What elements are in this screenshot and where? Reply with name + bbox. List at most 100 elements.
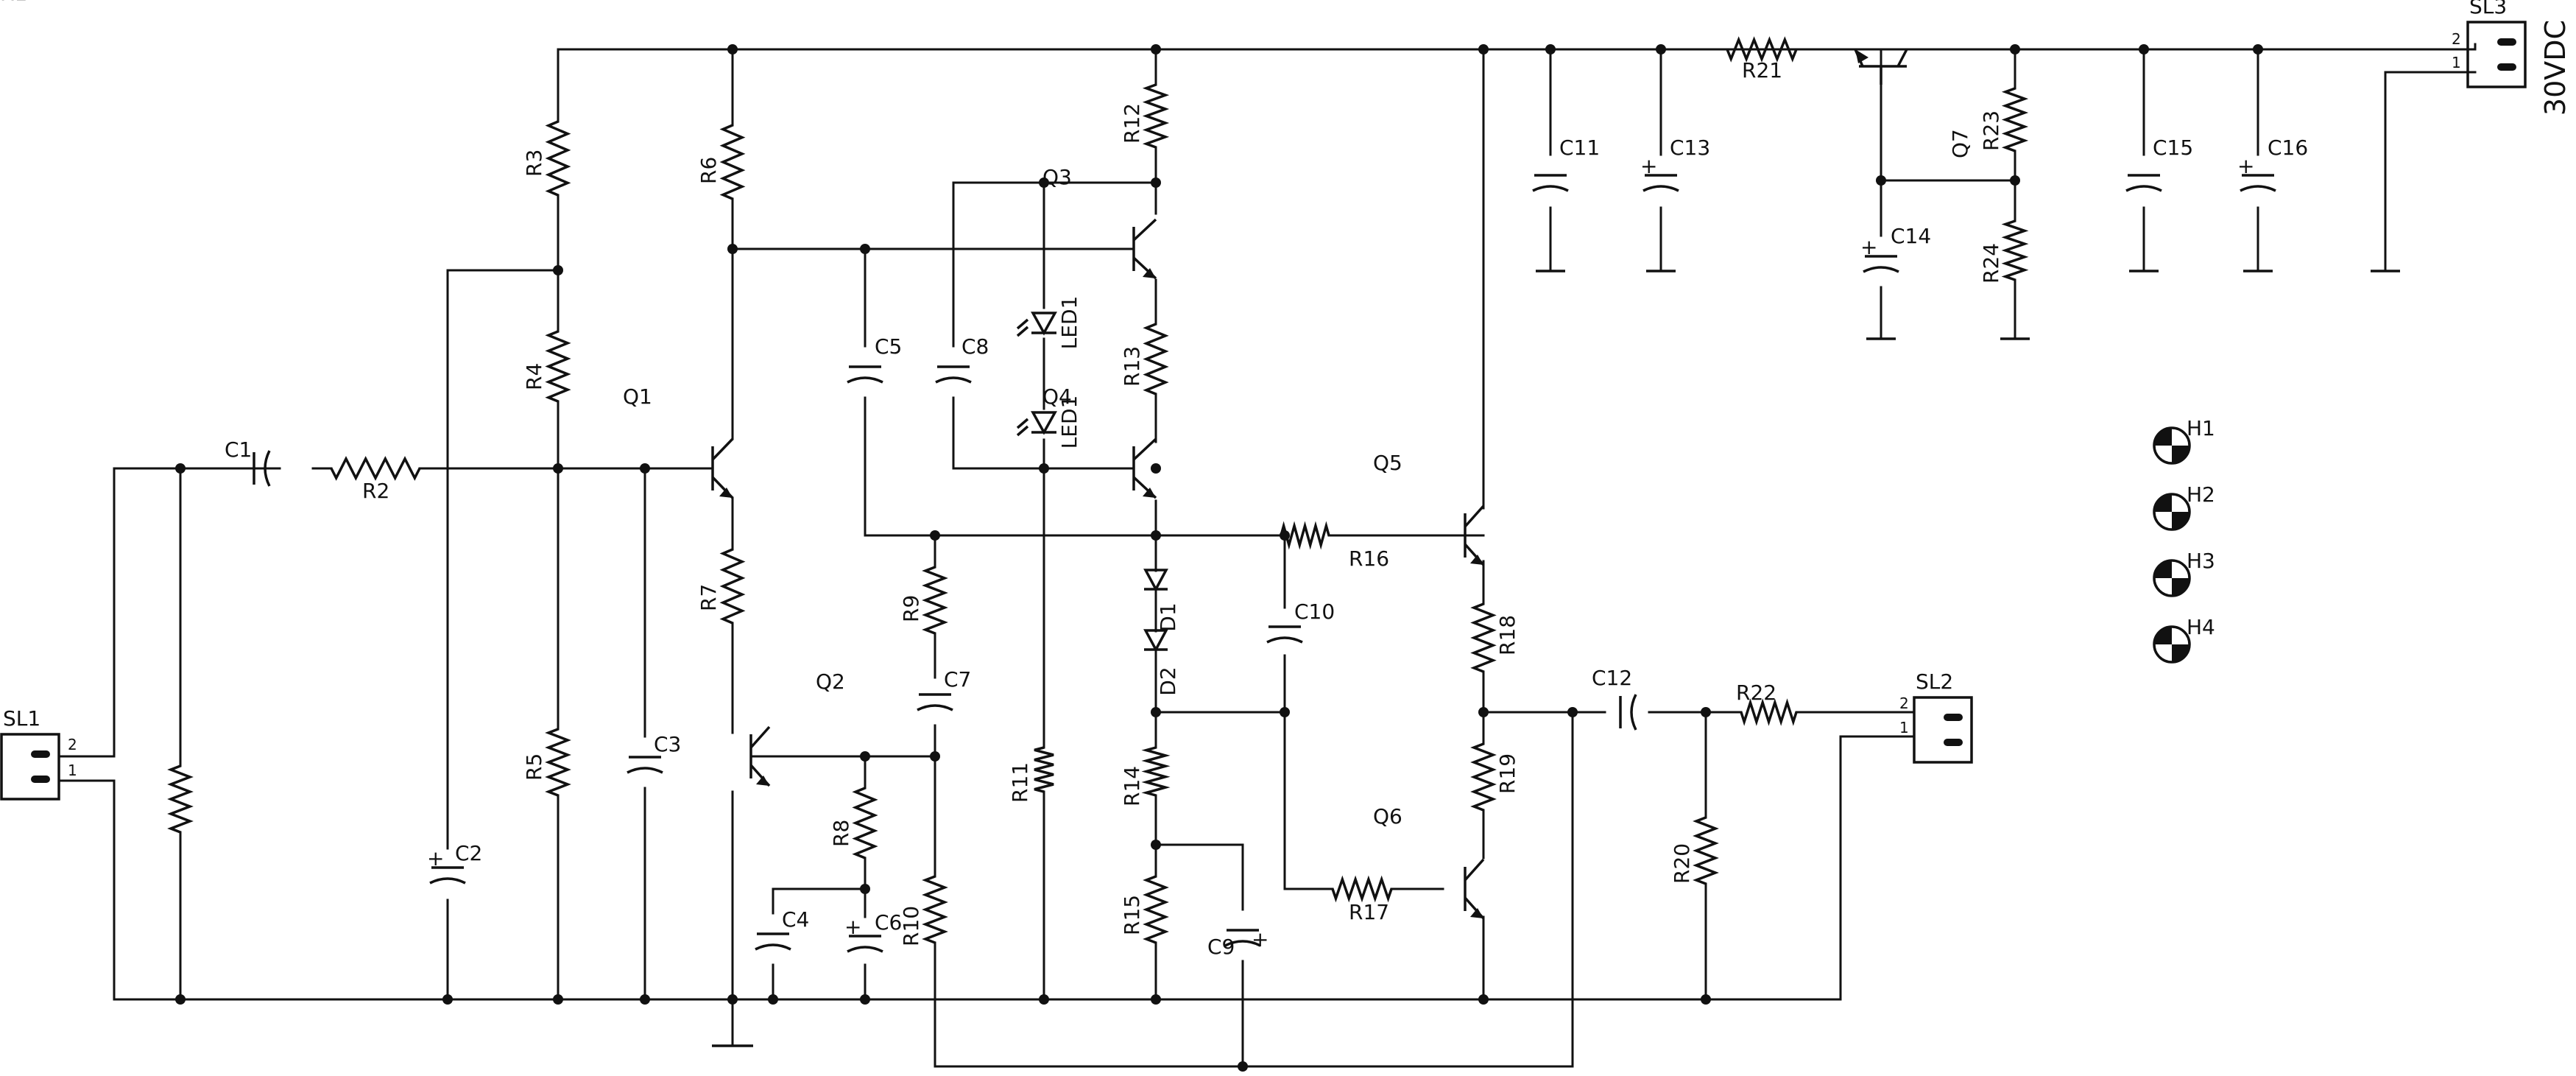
transistor-q3 — [1132, 218, 1157, 280]
component-label: Q7 — [1948, 129, 1972, 158]
component-label: D1 — [1156, 602, 1180, 631]
junction-dot — [442, 994, 453, 1005]
component-label: D2 — [1156, 667, 1180, 695]
resistor-r15 — [1143, 875, 1169, 944]
component-label: R18 — [1495, 615, 1520, 655]
junction-dot — [727, 44, 738, 54]
component-label: R8 — [829, 820, 853, 847]
polarity-mark: + — [427, 846, 444, 871]
junction-dot — [1151, 177, 1161, 188]
polarity-mark: + — [1640, 154, 1657, 178]
junction-dot — [1151, 994, 1161, 1005]
supply-voltage-label: 30VDC — [2539, 20, 2572, 116]
resistor-r7 — [719, 548, 746, 625]
component-label: C7 — [944, 667, 971, 692]
junction-dot — [768, 994, 778, 1005]
component-label: C10 — [1294, 599, 1335, 624]
junction-dot — [727, 994, 738, 1005]
connector-label: SL1 — [3, 706, 40, 731]
capacitor-c4 — [755, 932, 791, 951]
resistor-r23 — [2001, 87, 2029, 152]
component-label: R17 — [1349, 900, 1389, 924]
junction-dot — [1039, 177, 1049, 188]
pin-label: 2 — [1899, 695, 1909, 712]
component-label: Q1 — [623, 384, 652, 409]
transistor-q2 — [749, 725, 771, 787]
resistor-r1 — [167, 764, 194, 834]
capacitor-c7 — [917, 693, 953, 711]
component-label: Q3 — [1042, 165, 1072, 189]
component-label: R12 — [1120, 103, 1144, 144]
component-label: C13 — [1670, 136, 1710, 160]
capacitor-c1 — [253, 450, 271, 487]
transistor-q4 — [1132, 437, 1157, 499]
capacitor-c6 — [847, 935, 883, 953]
component-label: C9 — [1207, 935, 1235, 959]
component-label: C2 — [455, 841, 482, 865]
hole-label: H4 — [2187, 615, 2215, 639]
junction-dot — [1280, 707, 1290, 717]
capacitor-c11 — [1532, 174, 1569, 192]
junction-dot — [1545, 44, 1556, 54]
junction-dot — [860, 994, 870, 1005]
connector-label: SL2 — [1916, 669, 1953, 694]
component-label: LED1 — [1057, 296, 1081, 350]
component-label: C15 — [2153, 136, 2193, 160]
resistor-r2 — [330, 456, 421, 481]
capacitor-c8 — [935, 365, 972, 384]
junction-dot — [1151, 44, 1161, 54]
diode-d2 — [1143, 629, 1168, 653]
wire — [57, 779, 116, 1001]
component-label: C16 — [2268, 136, 2308, 160]
component-label: R14 — [1120, 766, 1144, 806]
connector-sl1 — [0, 733, 60, 801]
junctions — [175, 44, 2263, 1072]
component-label: C1 — [225, 437, 252, 462]
component-label: R23 — [1979, 110, 2003, 151]
component-label: Q4 — [1042, 384, 1072, 409]
junction-dot — [2010, 175, 2020, 186]
polarity-mark: + — [844, 915, 861, 939]
pin-label: 1 — [2452, 54, 2461, 71]
pin-label: 2 — [68, 736, 77, 753]
component-label: R11 — [1008, 762, 1032, 803]
transistor-q1 — [711, 437, 734, 499]
component-label: R3 — [522, 150, 546, 177]
resistor-r19 — [1470, 742, 1497, 812]
junction-dot — [175, 463, 186, 474]
wire — [1154, 843, 1244, 911]
mounting-hole-h1 — [2153, 426, 2191, 465]
component-label: R15 — [1120, 895, 1144, 935]
component-label: Q5 — [1373, 451, 1402, 475]
capacitor-c9 — [1224, 929, 1261, 947]
mounting-hole-h4 — [2153, 625, 2191, 664]
led — [1016, 411, 1057, 437]
resistor-r10 — [922, 875, 948, 944]
pin-label: 1 — [68, 762, 77, 779]
component-label: LED1 — [1057, 395, 1081, 449]
junction-dot — [860, 884, 870, 894]
junction-dot — [1238, 1061, 1248, 1072]
resistor-r18 — [1470, 602, 1497, 673]
mounting-hole-h3 — [2153, 559, 2191, 597]
resistor-r8 — [852, 787, 878, 859]
resistor-r9 — [922, 566, 948, 635]
junction-dot — [1151, 530, 1161, 541]
component-label: C11 — [1559, 136, 1600, 160]
wire — [446, 269, 560, 850]
component-label: C14 — [1891, 224, 1931, 248]
diode-d1 — [1143, 569, 1168, 592]
junction-dot — [553, 463, 563, 474]
component-label: C8 — [961, 334, 989, 359]
resistor-r24 — [2001, 219, 2029, 281]
component-label: R13 — [1120, 346, 1144, 387]
capacitor-c10 — [1266, 625, 1303, 644]
junction-dot — [553, 994, 563, 1005]
junction-dot — [1151, 840, 1161, 850]
component-label: Q6 — [1373, 804, 1402, 829]
capacitor-c14 — [1863, 255, 1899, 273]
component-label: R2 — [362, 479, 389, 503]
transistor-q6 — [1464, 858, 1485, 920]
capacitor-c5 — [847, 365, 883, 384]
